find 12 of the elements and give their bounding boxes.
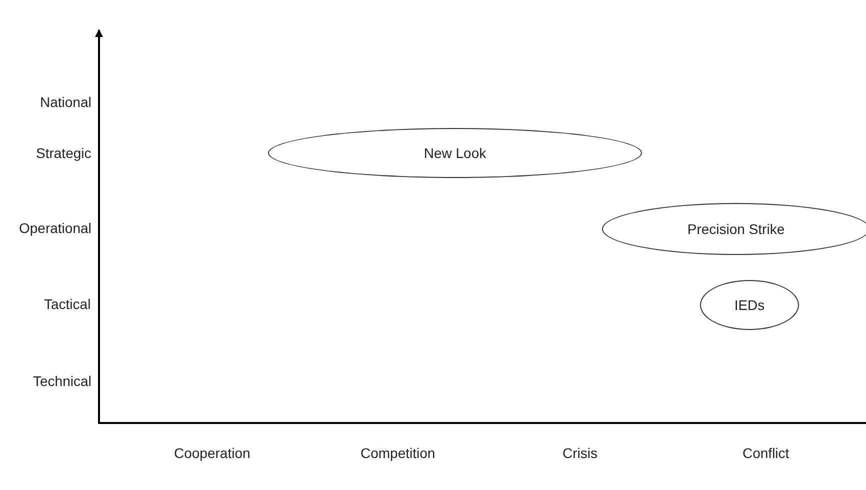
ellipse-node: New Look xyxy=(268,128,642,178)
y-axis-label: National xyxy=(40,93,92,111)
y-axis-label: Operational xyxy=(19,219,92,237)
x-axis-label: Cooperation xyxy=(174,444,250,462)
x-axis-label: Competition xyxy=(360,444,436,462)
y-axis-label: Technical xyxy=(33,372,92,390)
x-axis-label: Conflict xyxy=(742,444,790,462)
x-axis-label: Crisis xyxy=(562,444,598,462)
ellipse-node: Precision Strike xyxy=(602,203,866,255)
y-axis-label: Strategic xyxy=(36,144,92,162)
y-axis-label: Tactical xyxy=(44,295,91,313)
ellipse-node: IEDs xyxy=(700,280,799,330)
